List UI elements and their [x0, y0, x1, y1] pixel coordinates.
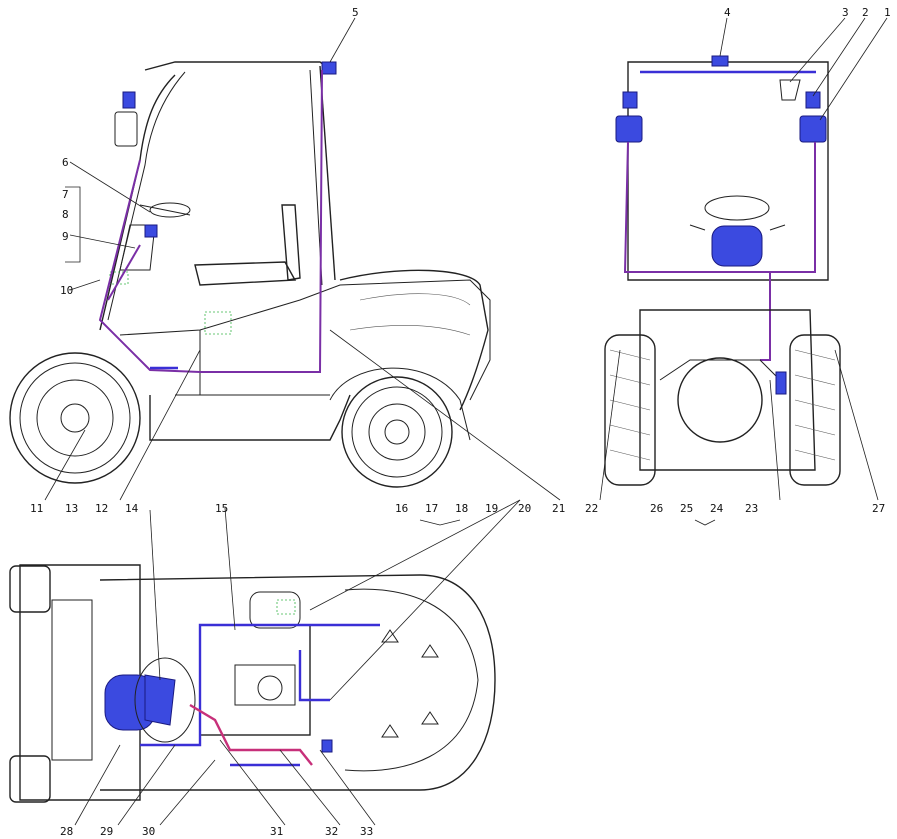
callout-28: 28 — [60, 825, 73, 838]
side-view — [9, 61, 491, 488]
front-wheel-icon — [9, 352, 141, 484]
callout-2: 2 — [862, 6, 869, 19]
rear-wheel-icon — [341, 376, 453, 488]
callout-numbers: 5 6 7 8 9 10 4 3 2 1 11 13 12 14 22 26 2… — [30, 6, 891, 838]
callout-19: 19 — [485, 502, 498, 515]
callout-14: 14 — [125, 502, 139, 515]
callout-31: 31 — [270, 825, 283, 838]
callout-13: 13 — [65, 502, 78, 515]
plan-view — [9, 564, 496, 803]
callout-17: 17 — [425, 502, 438, 515]
callout-29: 29 — [100, 825, 113, 838]
callout-21: 21 — [552, 502, 565, 515]
callout-26: 26 — [650, 502, 663, 515]
front-left-tire-icon — [9, 565, 51, 613]
callout-12: 12 — [95, 502, 108, 515]
callout-33: 33 — [360, 825, 373, 838]
callout-23: 23 — [745, 502, 758, 515]
leader-lines — [44, 17, 888, 826]
callout-24: 24 — [710, 502, 724, 515]
front-right-tire-icon — [9, 755, 51, 803]
callout-30: 30 — [142, 825, 155, 838]
callout-3: 3 — [842, 6, 849, 19]
callout-10: 10 — [60, 284, 73, 297]
callout-22: 22 — [585, 502, 598, 515]
callout-4: 4 — [724, 6, 731, 19]
callout-15: 15 — [215, 502, 228, 515]
callout-18: 18 — [455, 502, 468, 515]
callout-11: 11 — [30, 502, 43, 515]
callout-7: 7 — [62, 188, 69, 201]
callout-5: 5 — [352, 6, 359, 19]
side-mirror-icon — [114, 111, 138, 147]
callout-25: 25 — [680, 502, 693, 515]
callout-6: 6 — [62, 156, 69, 169]
callout-1: 1 — [884, 6, 891, 19]
rear-view — [604, 55, 841, 486]
callout-20: 20 — [518, 502, 531, 515]
left-tire-icon — [604, 334, 656, 486]
callout-32: 32 — [325, 825, 338, 838]
callout-27: 27 — [872, 502, 885, 515]
right-tire-icon — [789, 334, 841, 486]
callout-9: 9 — [62, 230, 69, 243]
callout-16: 16 — [395, 502, 408, 515]
callout-8: 8 — [62, 208, 69, 221]
